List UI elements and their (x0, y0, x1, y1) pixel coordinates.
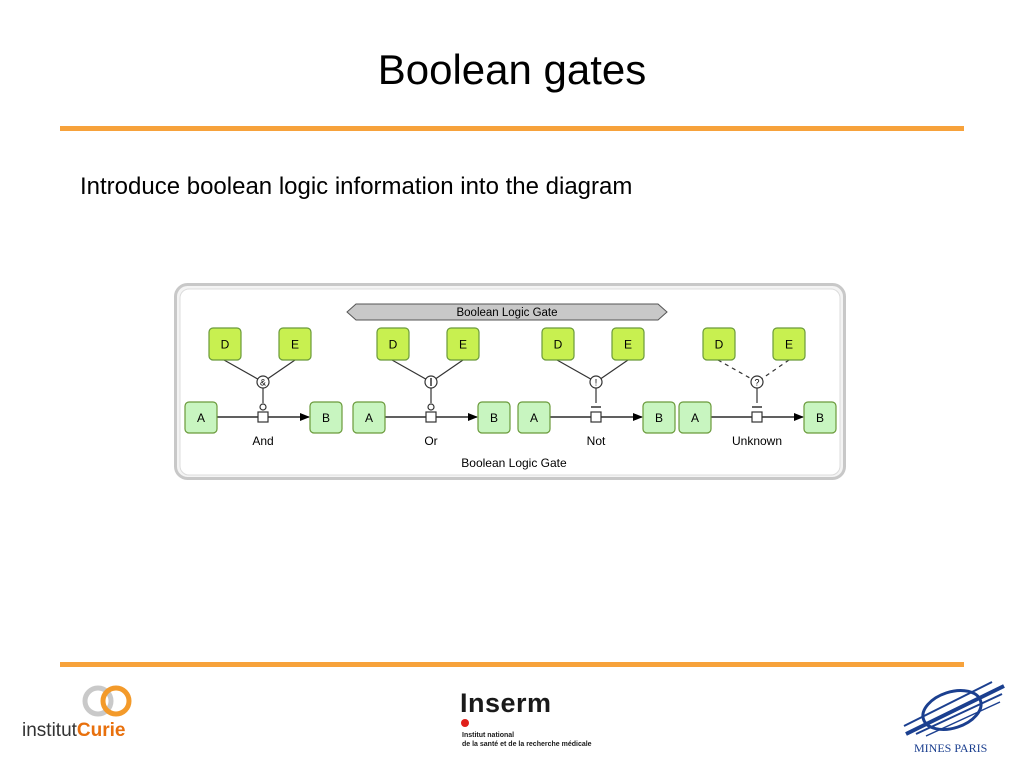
panel-and-label: And (252, 434, 273, 448)
panel-not-node-b (642, 401, 676, 434)
panel-unknown-node-e (772, 327, 806, 361)
panel-not-node-d (541, 327, 575, 361)
mines-paris-logo: MINES PARIS (900, 680, 1010, 758)
panel-or-process-box (425, 411, 437, 423)
panel-and-node-a-label: A (197, 411, 205, 425)
panel-and-node-b (309, 401, 343, 434)
panel-and-node-e (278, 327, 312, 361)
panel-not-gate-symbol: ! (595, 378, 598, 388)
bullet-text: Introduce boolean logic information into… (80, 173, 633, 200)
panel-unknown-node-d-label: D (715, 338, 724, 352)
panel-not-d-edge (556, 359, 597, 383)
panel-unknown-node-a (678, 401, 712, 434)
panel-unknown-gate-symbol: ? (754, 378, 759, 388)
panel-and-node-e-label: E (291, 338, 299, 352)
diagram-caption: Boolean Logic Gate (461, 456, 567, 470)
panel-not-node-a (517, 401, 551, 434)
panel-not-node-e (611, 327, 645, 361)
panel-not-node-e-label: E (624, 338, 632, 352)
curie-brand: Curie (76, 720, 126, 741)
panel-or-node-b (477, 401, 511, 434)
panel-not-label: Not (587, 434, 606, 448)
panel-or-d-edge (391, 359, 432, 383)
panel-or-node-e (446, 327, 480, 361)
inserm-name: Inserm (460, 688, 552, 718)
inserm-dot-icon (461, 719, 469, 727)
mines-swoosh-icon (903, 681, 1005, 737)
panel-and-node-b-label: B (322, 411, 330, 425)
curie-rings-icon (82, 685, 132, 717)
inserm-logo: Inserm Institut national de la santé et … (458, 688, 638, 752)
panel-unknown-label: Unknown (732, 434, 782, 448)
panel-not-node-d-label: D (554, 338, 563, 352)
title-divider (60, 126, 964, 131)
panel-not-node-b-label: B (655, 411, 663, 425)
panel-and-process-box (257, 411, 269, 423)
panel-unknown-node-b (803, 401, 837, 434)
inserm-line2: de la santé et de la recherche médicale (462, 741, 592, 748)
panel-and-node-d-label: D (221, 338, 230, 352)
panel-or-node-d (376, 327, 410, 361)
panel-and-gate-symbol: & (260, 378, 266, 388)
boolean-logic-gate-diagram: Boolean Logic Gate D E & A B And D E A B Or D E! A B No… (174, 283, 846, 480)
panel-and-connector (259, 403, 267, 411)
panel-and-d-edge (223, 359, 264, 383)
inserm-line1: Institut national (462, 732, 515, 739)
panel-not-node-a-label: A (530, 411, 538, 425)
panel-and-node-d (208, 327, 242, 361)
diagram-header-label: Boolean Logic Gate (456, 307, 557, 319)
panel-or-node-a-label: A (365, 411, 373, 425)
curie-prefix: institut (22, 720, 77, 741)
institut-curie-logo: institutCurie (20, 684, 150, 744)
panel-or-connector (427, 403, 435, 411)
panel-unknown-node-b-label: B (816, 411, 824, 425)
panel-or-node-a (352, 401, 386, 434)
panel-unknown-node-e-label: E (785, 338, 793, 352)
diagram-header-banner (346, 303, 668, 321)
panel-or-label: Or (424, 434, 437, 448)
panel-and-node-a (184, 401, 218, 434)
slide-title: Boolean gates (377, 46, 647, 93)
mines-name: MINES PARIS (914, 741, 988, 755)
panel-or-node-b-label: B (490, 411, 498, 425)
footer-divider (60, 662, 964, 667)
panel-unknown-node-d (702, 327, 736, 361)
panel-unknown-node-a-label: A (691, 411, 699, 425)
panel-unknown-process-box (751, 411, 763, 423)
panel-or-node-d-label: D (389, 338, 398, 352)
panel-not-process-box (590, 411, 602, 423)
panel-or-node-e-label: E (459, 338, 467, 352)
